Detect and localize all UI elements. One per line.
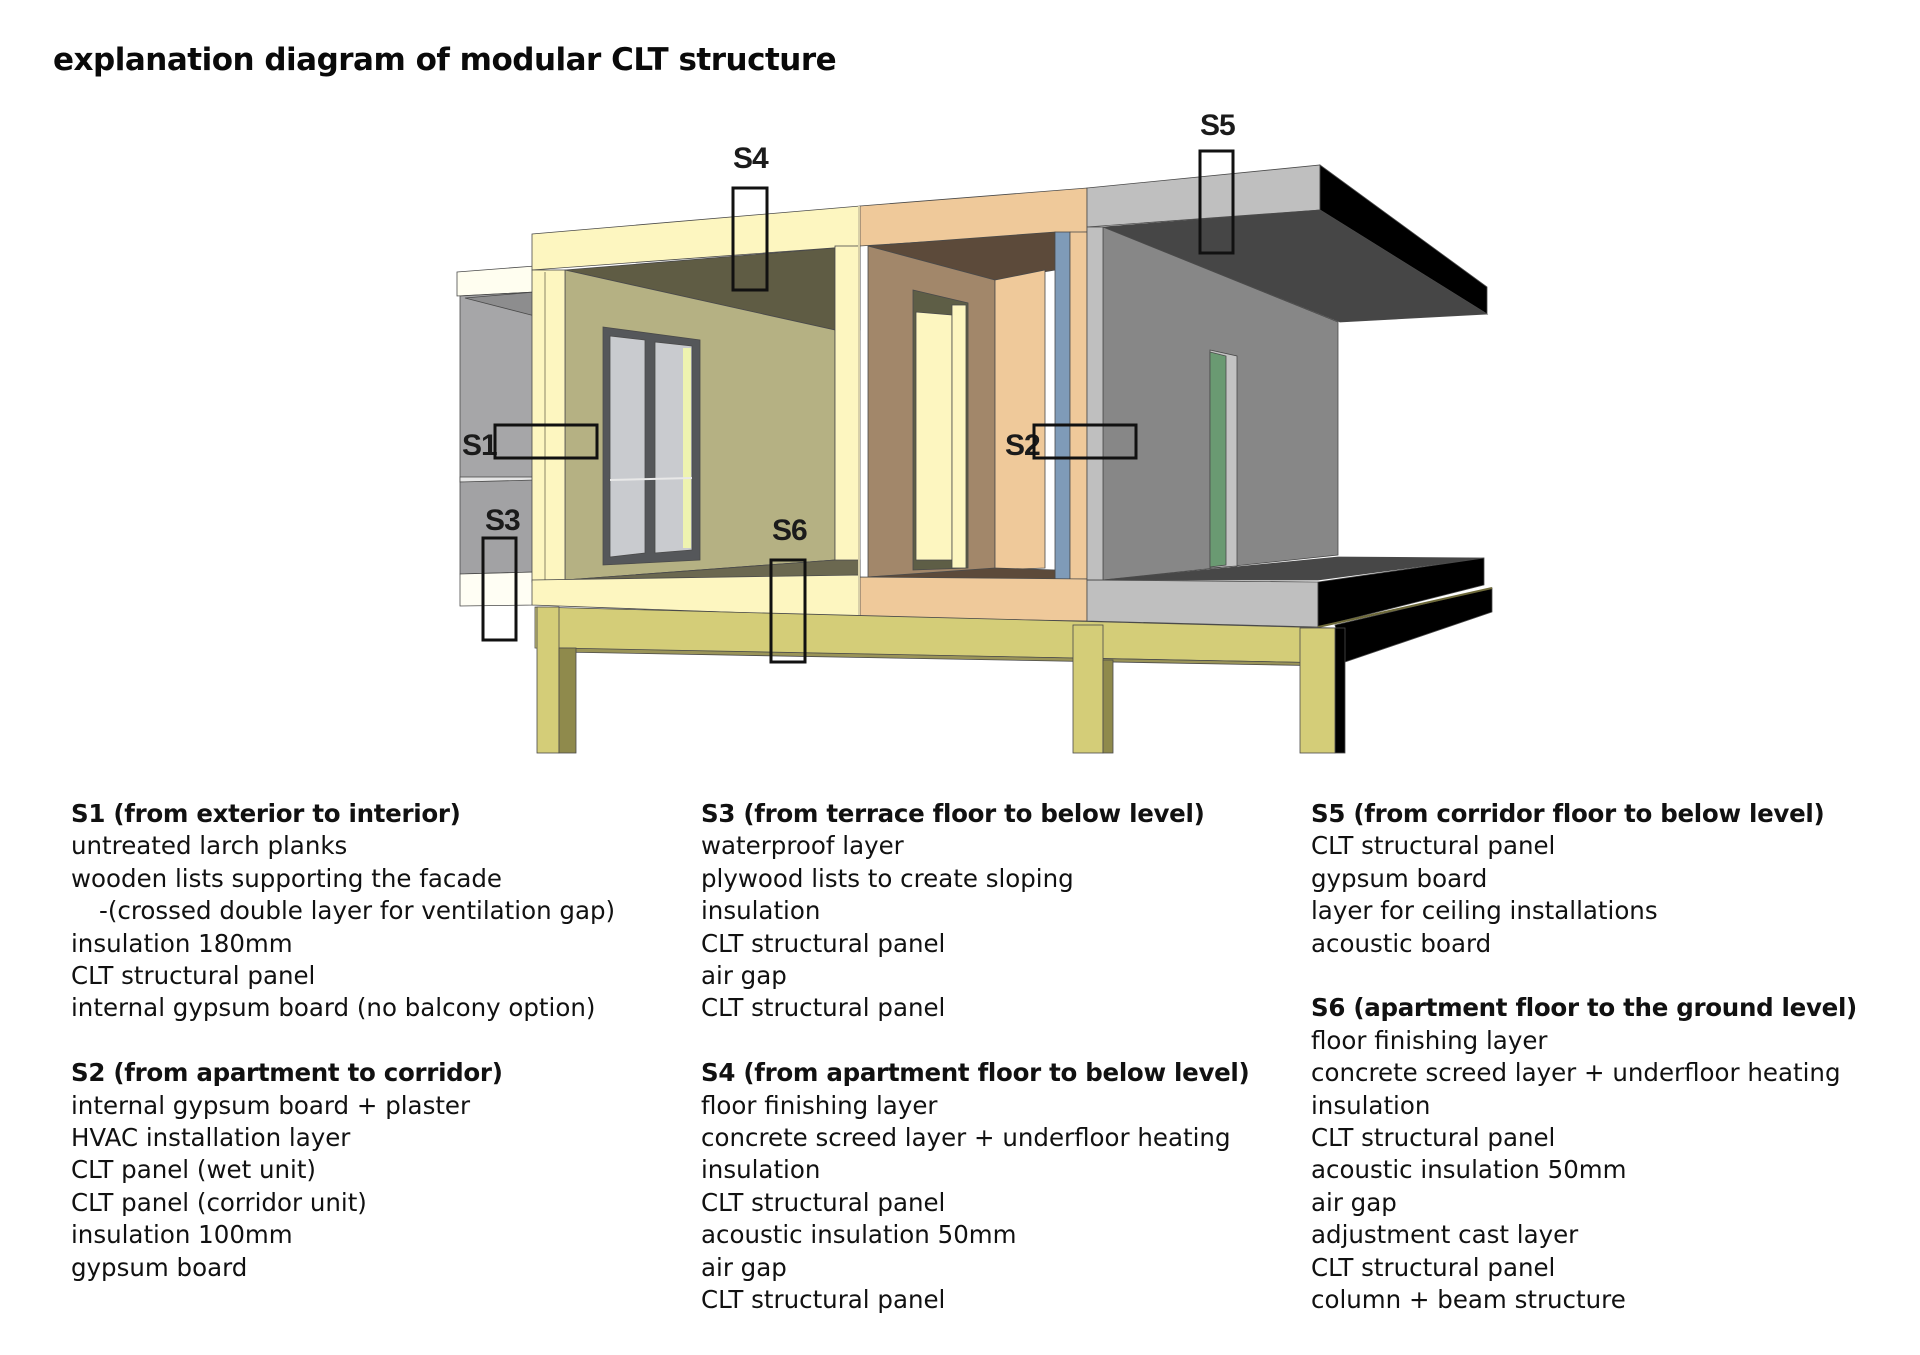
layer-item: internal gypsum board (no balcony option… xyxy=(71,993,596,1023)
section-s6-heading: S6 (apartment floor to the ground level) xyxy=(1311,993,1857,1023)
wet-unit-right-edge xyxy=(1069,231,1088,580)
corridor-module xyxy=(1086,164,1493,754)
layer-item: CLT structural panel xyxy=(701,1187,946,1217)
section-s3-block: S3 (from terrace floor to below level) w… xyxy=(701,798,1249,1025)
layer-item: CLT panel (wet unit) xyxy=(71,1155,316,1185)
layer-item: HVAC installation layer xyxy=(71,1123,351,1153)
legend-column-1: S1 (from exterior to interior) untreated… xyxy=(71,798,615,1316)
corridor-wall-edge xyxy=(1086,226,1104,581)
layer-item: insulation xyxy=(701,1155,821,1185)
section-box-s5 xyxy=(1198,149,1235,255)
legend-column-2: S3 (from terrace floor to below level) w… xyxy=(701,798,1250,1349)
layer-item: column + beam structure xyxy=(1311,1285,1626,1315)
section-s5-layers: CLT structural panel gypsum board layer … xyxy=(1311,830,1857,960)
layer-item: CLT panel (corridor unit) xyxy=(71,1187,367,1217)
section-s3-heading: S3 (from terrace floor to below level) xyxy=(701,799,1205,828)
layer-item: concrete screed layer + underfloor heati… xyxy=(701,1123,1231,1153)
layer-item: acoustic insulation 50mm xyxy=(701,1220,1017,1250)
section-box-s4 xyxy=(731,186,769,292)
layer-item: CLT structural panel xyxy=(1311,831,1556,861)
legend-column-3: S5 (from corridor floor to below level) … xyxy=(1311,798,1857,1349)
layer-item: CLT structural panel xyxy=(71,961,316,991)
column-left xyxy=(536,606,560,754)
column-middle-side xyxy=(1102,659,1114,754)
corridor-door-panel xyxy=(1209,351,1227,568)
layer-item: gypsum board xyxy=(1311,863,1488,893)
wet-unit-module xyxy=(858,187,1088,622)
layer-item: insulation xyxy=(701,896,821,926)
section-label-s3: S3 xyxy=(485,504,520,537)
layer-item: concrete screed layer + underfloor heati… xyxy=(1311,1058,1841,1088)
corridor-floor-front xyxy=(1086,579,1319,628)
layer-item: CLT structural panel xyxy=(1311,1252,1556,1282)
section-box-s1 xyxy=(493,423,599,460)
section-label-s6: S6 xyxy=(772,514,807,547)
page-title: explanation diagram of modular CLT struc… xyxy=(53,42,837,78)
layer-item: CLT structural panel xyxy=(701,1285,946,1315)
section-s2-heading: S2 (from apartment to corridor) xyxy=(71,1058,503,1088)
section-markers: S1 S2 S3 S4 S5 S6 xyxy=(462,109,1236,664)
layer-item: CLT structural panel xyxy=(1311,1123,1556,1153)
section-s5-block: S5 (from corridor floor to below level) … xyxy=(1311,798,1857,960)
section-s6-block: S6 (apartment floor to the ground level)… xyxy=(1311,992,1857,1316)
corridor-column-shadow xyxy=(1334,627,1346,754)
section-label-s4: S4 xyxy=(733,142,769,175)
layer-item: CLT structural panel xyxy=(701,993,946,1023)
layer-item: wooden lists supporting the facade xyxy=(71,863,502,893)
section-s4-block: S4 (from apartment floor to below level)… xyxy=(701,1057,1250,1317)
layer-item: air gap xyxy=(701,1252,787,1282)
section-label-s5: S5 xyxy=(1200,109,1235,142)
modular-clt-structure-diagram: S1 S2 S3 S4 S5 S6 xyxy=(456,109,1493,754)
layer-item: acoustic insulation 50mm xyxy=(1311,1155,1627,1185)
section-s3-layers: waterproof layer plywood lists to create… xyxy=(701,830,1249,1024)
layer-item: floor finishing layer xyxy=(1311,1025,1548,1055)
section-label-s1: S1 xyxy=(462,429,497,462)
section-s6-layers: floor finishing layer concrete screed la… xyxy=(1311,1025,1857,1317)
layer-item: adjustment cast layer xyxy=(1311,1220,1579,1250)
window xyxy=(602,326,701,566)
wet-unit-back-wall xyxy=(994,269,1046,571)
layer-item: -(crossed double layer for ventilation g… xyxy=(99,896,616,926)
section-box-s6 xyxy=(769,558,807,664)
column-middle xyxy=(1072,624,1104,754)
wet-unit-door-opening xyxy=(915,311,953,561)
layer-item: air gap xyxy=(701,961,787,991)
section-s1-heading: S1 (from exterior to interior) xyxy=(71,799,461,828)
section-s1-block: S1 (from exterior to interior) untreated… xyxy=(71,798,615,1025)
section-s5-heading: S5 (from corridor floor to below level) xyxy=(1311,799,1825,828)
section-s2-block: S2 (from apartment to corridor) internal… xyxy=(71,1057,615,1284)
balcony-floor-slab xyxy=(459,571,536,607)
column-beam-structure xyxy=(534,606,1336,754)
apartment-module xyxy=(531,205,861,618)
layer-item: waterproof layer xyxy=(701,831,904,861)
section-s4-layers: floor finishing layer concrete screed la… xyxy=(701,1090,1249,1317)
corridor-floor-side xyxy=(1317,557,1485,628)
section-box-s3 xyxy=(481,536,518,642)
balcony-top-slab xyxy=(456,265,536,297)
wet-unit-floor-band xyxy=(859,576,1088,622)
section-s1-layers: untreated larch planks wooden lists supp… xyxy=(71,830,615,1024)
section-s2-layers: internal gypsum board + plaster HVAC ins… xyxy=(71,1090,615,1284)
layer-item: plywood lists to create sloping xyxy=(701,863,1074,893)
layer-item: CLT structural panel xyxy=(701,928,946,958)
layer-item: layer for ceiling installations xyxy=(1311,896,1658,926)
layer-item: air gap xyxy=(1311,1187,1397,1217)
hvac-installation-strip xyxy=(1054,231,1071,580)
apartment-right-wall-edge xyxy=(834,245,861,581)
layer-item: insulation 180mm xyxy=(71,928,293,958)
layer-item: insulation 100mm xyxy=(71,1220,293,1250)
layer-item: gypsum board xyxy=(71,1252,248,1282)
layer-item: untreated larch planks xyxy=(71,831,348,861)
section-s4-heading: S4 (from apartment floor to below level) xyxy=(701,1058,1250,1088)
layer-item: insulation xyxy=(1311,1090,1431,1120)
column-right xyxy=(1299,627,1336,754)
column-left-side xyxy=(558,647,577,754)
layer-item: floor finishing layer xyxy=(701,1090,938,1120)
layer-item: acoustic board xyxy=(1311,928,1492,958)
layer-item: internal gypsum board + plaster xyxy=(71,1090,471,1120)
section-box-s2 xyxy=(1032,423,1138,460)
